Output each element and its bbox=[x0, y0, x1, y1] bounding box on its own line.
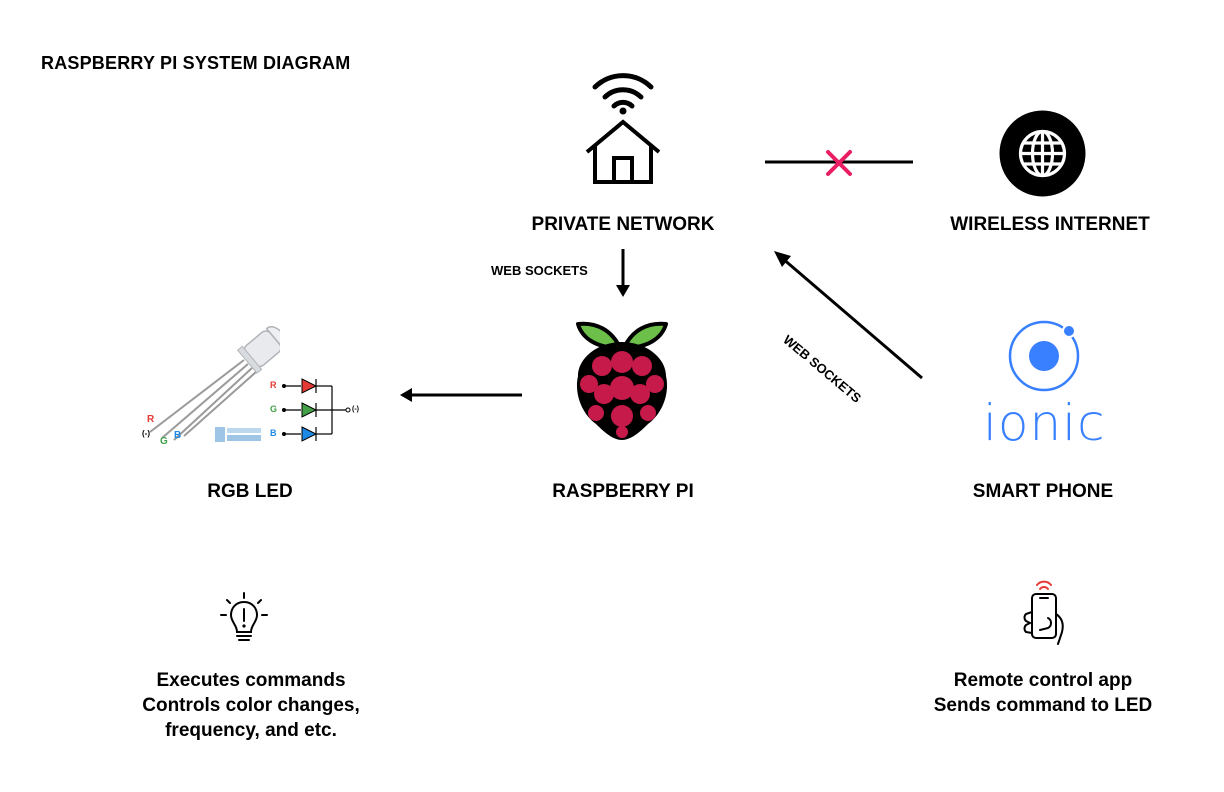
led-desc-line: frequency, and etc. bbox=[165, 720, 337, 741]
led-pin-b: B bbox=[270, 428, 277, 438]
led-common-pin: (-) bbox=[352, 406, 359, 413]
phone-desc-line: Remote control app bbox=[953, 670, 1133, 691]
led-circuit-diagram bbox=[266, 376, 362, 442]
globe-icon bbox=[999, 110, 1086, 197]
phone-description: Remote control app Sends command to LED bbox=[893, 668, 1193, 718]
smart-phone-label: SMART PHONE bbox=[972, 481, 1114, 502]
led-description: Executes commands Controls color changes… bbox=[100, 668, 402, 743]
rgb-led-label: RGB LED bbox=[207, 481, 293, 502]
phone-desc-line: Sends command to LED bbox=[933, 695, 1153, 716]
svg-text:G: G bbox=[160, 436, 168, 447]
svg-text:(-): (-) bbox=[142, 429, 150, 438]
wireless-internet-label: WIRELESS INTERNET bbox=[950, 214, 1150, 235]
watermark-logo bbox=[215, 426, 261, 444]
blocked-connection bbox=[764, 148, 914, 178]
arrow-network-to-pi bbox=[614, 249, 632, 299]
led-pin-r: R bbox=[270, 380, 277, 390]
svg-text:B: B bbox=[174, 430, 181, 441]
raspberry-pi-logo bbox=[568, 318, 676, 444]
lightbulb-icon bbox=[218, 592, 270, 648]
led-pin-g: G bbox=[270, 404, 278, 414]
wifi-home-icon bbox=[583, 70, 663, 186]
edge-label-network-pi: WEB SOCKETS bbox=[491, 263, 588, 278]
raspberry-pi-label: RASPBERRY PI bbox=[552, 481, 694, 502]
arrow-pi-to-led bbox=[398, 386, 522, 404]
arrow-phone-to-network bbox=[770, 248, 930, 384]
ionic-logo bbox=[1004, 318, 1084, 394]
ionic-wordmark: ionic bbox=[983, 394, 1106, 452]
led-desc-line: Controls color changes, bbox=[142, 695, 360, 716]
blocked-x-icon bbox=[826, 150, 852, 176]
phone-in-hand-icon bbox=[1018, 578, 1070, 648]
led-desc-line: Executes commands bbox=[156, 670, 346, 691]
diagram-title: RASPBERRY PI SYSTEM DIAGRAM bbox=[41, 53, 351, 73]
svg-text:R: R bbox=[147, 414, 155, 425]
private-network-label: PRIVATE NETWORK bbox=[531, 214, 715, 235]
rgb-led-schematic: R G B (-) bbox=[140, 318, 280, 448]
